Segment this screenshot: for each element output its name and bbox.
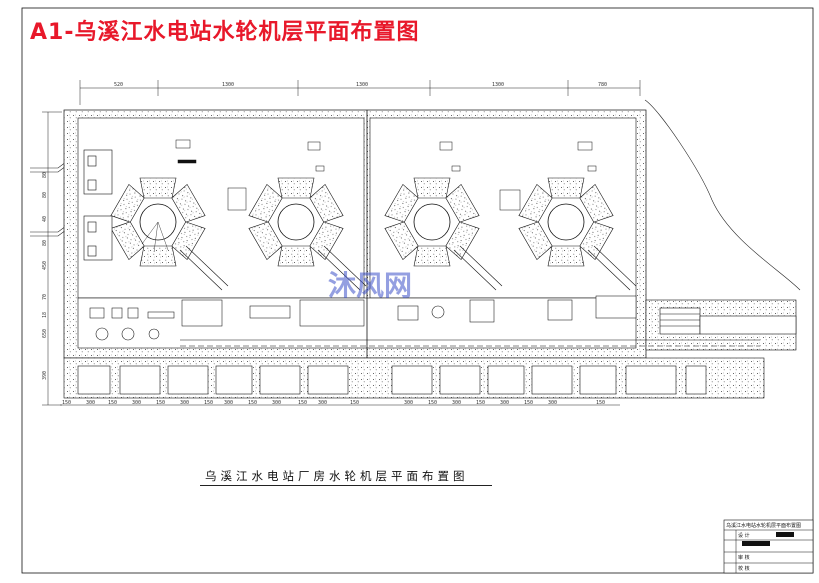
bottom-dim-label: 150 [108,400,117,406]
watermark: 沐风网 [328,269,413,302]
title-block-row-label: 设 计 [738,532,750,539]
top-dim-label: 780 [598,82,607,88]
bottom-dim-label: 150 [476,400,485,406]
left-dim-label: 390 [42,371,48,380]
title-block-row-label: 校 核 [738,565,750,572]
title-block: 乌溪江水电站水轮机层平面布置图 设 计 审 核 校 核 [723,519,814,574]
drawing-title: A1-乌溪江水电站水轮机层平面布置图 [30,20,420,45]
bottom-dim-label: 150 [524,400,533,406]
left-dimension-line: 80 80 40 80 450 70 18 650 390 [42,111,62,406]
draft-tube-galleries [63,357,765,399]
left-equipment [83,149,113,261]
drawing-caption: 乌溪江水电站厂房水轮机层平面布置图 [205,469,469,483]
bottom-dim-label: 300 [500,400,509,406]
bottom-dim-label: 300 [272,400,281,406]
title-block-heading: 乌溪江水电站水轮机层平面布置图 [726,522,801,529]
bottom-dim-label: 300 [180,400,189,406]
bottom-dim-label: 150 [596,400,605,406]
bottom-dim-label: 300 [318,400,327,406]
bottom-dim-label: 150 [350,400,359,406]
bottom-dim-label: 300 [86,400,95,406]
right-annex [644,99,801,351]
sheet-border [21,7,814,574]
bottom-dim-label: 300 [452,400,461,406]
bottom-dim-label: 150 [248,400,257,406]
top-dim-label: 1300 [222,82,234,88]
bottom-dim-label: 150 [298,400,307,406]
spiral-case-outlets [179,245,637,291]
left-dim-label: 18 [42,312,48,318]
left-dim-label: 40 [42,216,48,222]
inlet-pipes [30,161,67,237]
bottom-dim-label: 150 [62,400,71,406]
bottom-dim-label: 150 [204,400,213,406]
left-dim-label: 80 [42,240,48,246]
bottom-dim-label: 300 [548,400,557,406]
top-dim-label: 1300 [492,82,504,88]
bottom-dim-label: 300 [224,400,233,406]
bottom-dim-label: 300 [132,400,141,406]
small-equipment [175,139,597,211]
corridor [180,339,760,347]
left-dim-label: 450 [42,261,48,270]
top-dim-label: 520 [114,82,123,88]
left-dim-label: 80 [42,172,48,178]
title-block-row-label: 审 核 [738,554,750,561]
left-dim-label: 70 [42,294,48,300]
left-dim-label: 650 [42,329,48,338]
left-dim-label: 80 [42,192,48,198]
bottom-dim-label: 150 [156,400,165,406]
bottom-dim-label: 300 [404,400,413,406]
top-dimension-line: 520 1300 1300 1300 780 [79,80,641,105]
caption-underline [200,485,492,486]
turbine-unit-3 [384,177,480,267]
turbine-unit-4 [518,177,614,267]
gallery-equipment [89,295,637,341]
top-dim-label: 1300 [356,82,368,88]
bottom-dimension-line: 150 300 150 300 150 300 150 300 150 300 … [60,400,620,406]
bottom-dim-label: 150 [428,400,437,406]
